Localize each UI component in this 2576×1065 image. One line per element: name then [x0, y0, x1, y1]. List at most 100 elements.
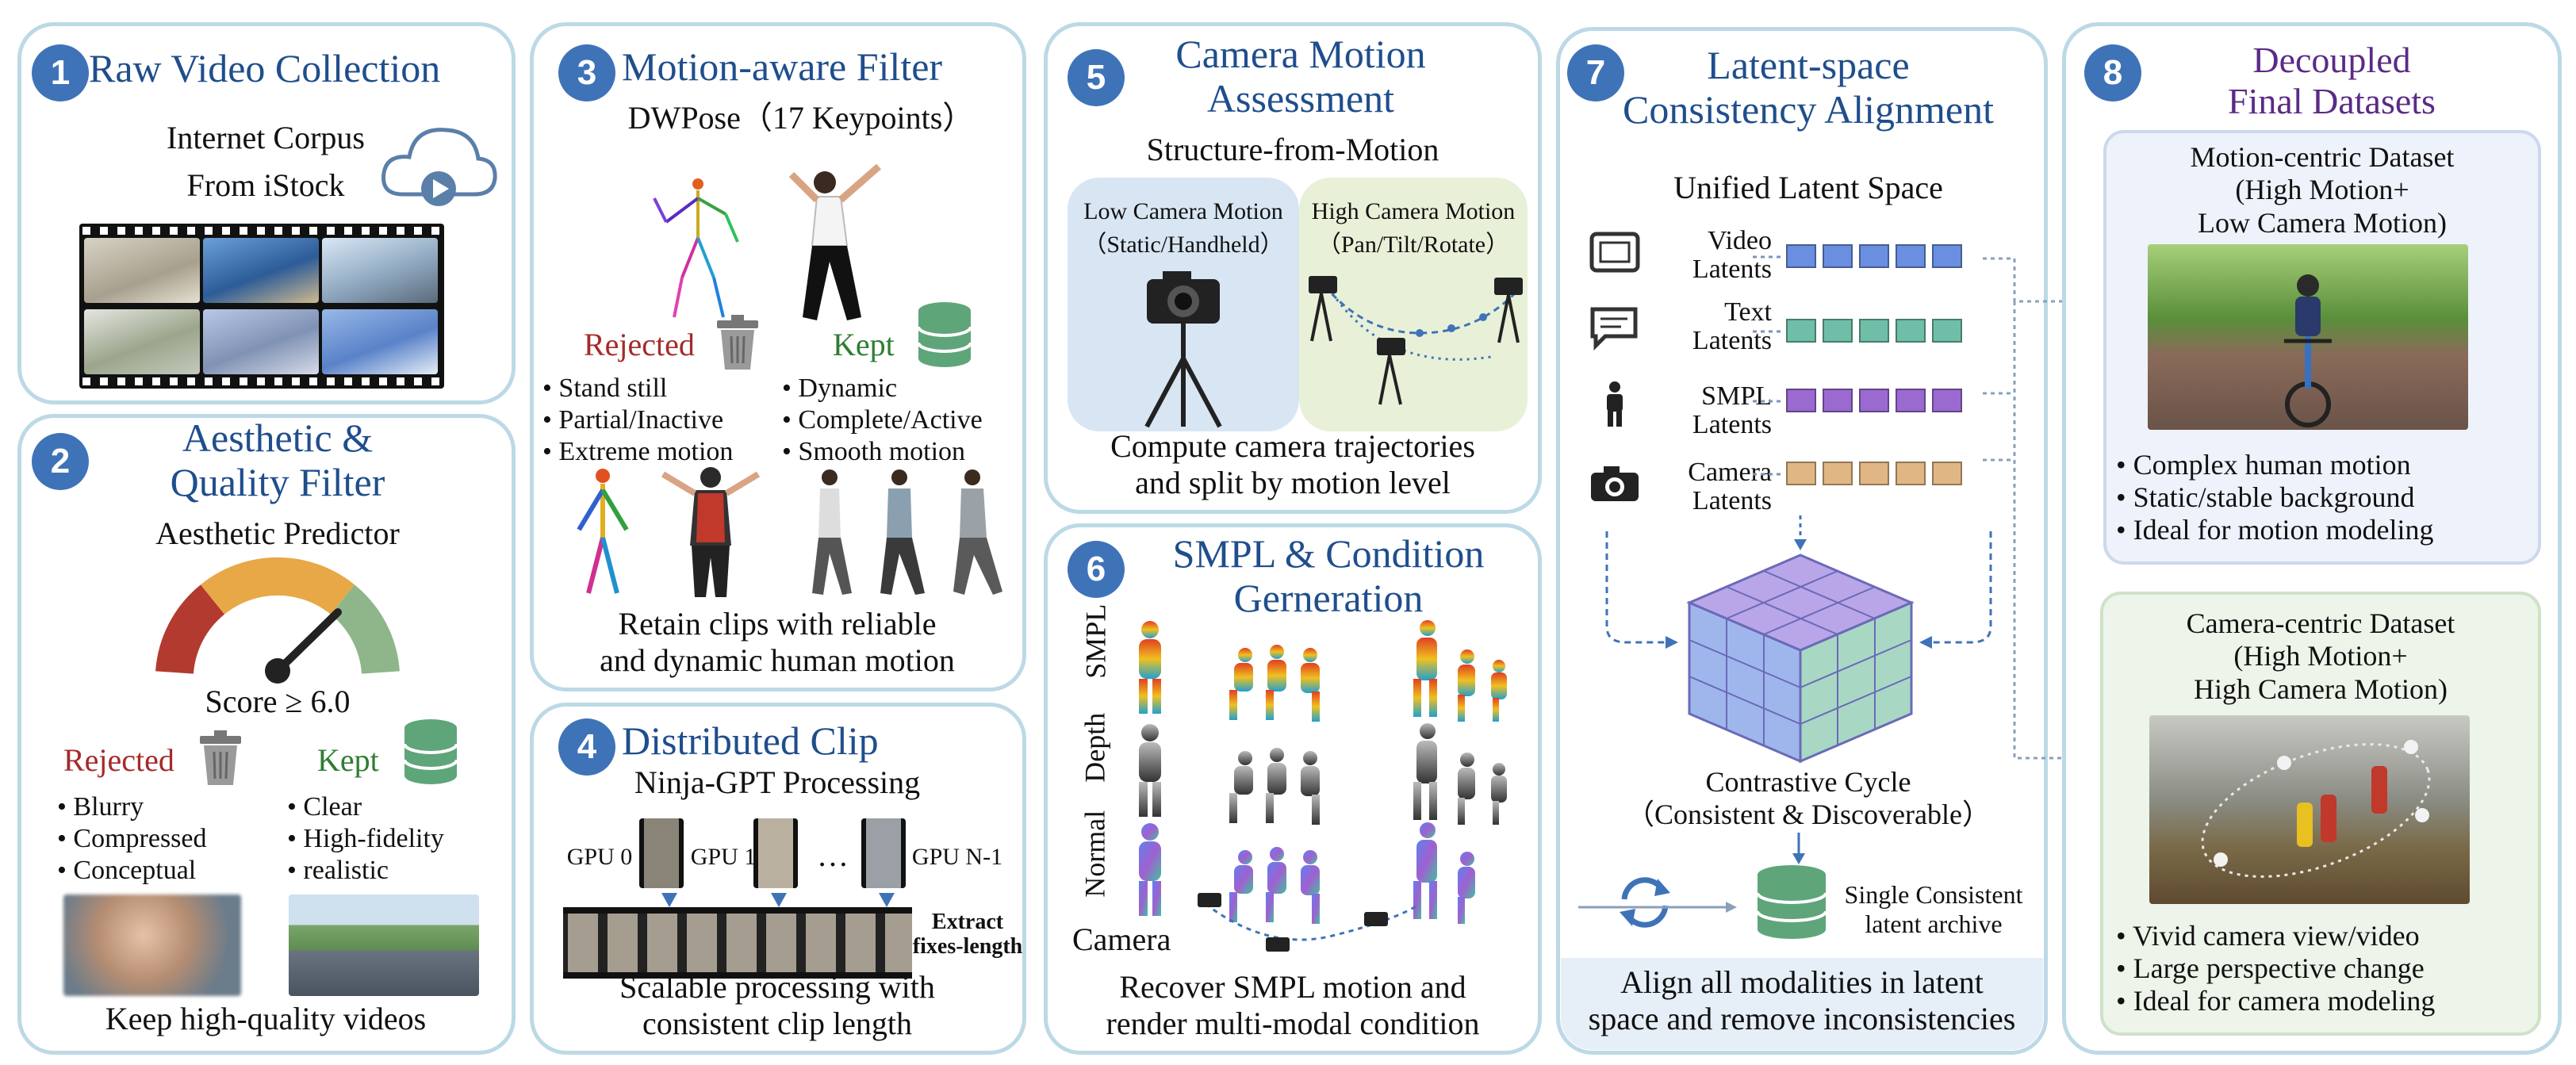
camera-row-label: Camera — [1072, 921, 1171, 957]
kept-label-2: Kept — [317, 742, 379, 778]
kept-item: Complete/Active — [782, 404, 982, 436]
kept-pose-examples — [812, 469, 1002, 595]
rejected-item: Conceptual — [57, 855, 207, 887]
panel-1-title: Raw Video Collection — [89, 46, 441, 90]
refresh-icon — [1620, 877, 1670, 928]
panel-2-title: Aesthetic & Quality Filter — [170, 416, 385, 504]
skeleton-keypoints-icon — [653, 178, 739, 318]
camera-path-icon — [1198, 893, 1420, 952]
trash-icon — [200, 730, 241, 785]
step-badge-7: 7 — [1567, 44, 1624, 102]
text-icon — [1590, 307, 1638, 351]
camera-dataset-title: Camera-centric Dataset (High Motion+ Hig… — [2186, 607, 2455, 705]
latent-connectors — [1753, 255, 1807, 550]
kept-label-3: Kept — [833, 327, 895, 362]
database-icon — [403, 719, 458, 784]
normal-row — [1139, 822, 1475, 924]
rejected-item: Stand still — [542, 373, 733, 404]
video-frame-4 — [84, 309, 200, 374]
rejected-item: Partial/Inactive — [542, 404, 733, 436]
kept-item: Dynamic — [782, 373, 983, 404]
rejected-label-2: Rejected — [63, 742, 174, 778]
person-icon — [1607, 381, 1623, 427]
camera-latent-cubes — [1786, 462, 1968, 489]
kept-item: High-fidelity — [287, 823, 444, 855]
dancing-person-image — [788, 163, 881, 320]
processing-label: Ninja-GPT Processing — [634, 764, 921, 800]
latent-label-smpl: SMPL Latents — [1692, 381, 1772, 439]
sfm-label: Structure-from-Motion — [1146, 132, 1439, 167]
panel-6-footer: Recover SMPL motion and render multi-mod… — [1106, 969, 1480, 1041]
latent-label-text: Text Latents — [1692, 297, 1772, 355]
high-camera-motion-label: High Camera Motion （Pan/Tilt/Rotate） — [1311, 198, 1516, 258]
extract-label: Extract fixes-length — [912, 910, 1023, 959]
kept-item: Smooth motion — [782, 436, 983, 468]
row-label-depth: Depth — [1079, 712, 1111, 783]
down-arrow — [1792, 833, 1805, 864]
panel-7-title: Latent-space Consistency Alignment — [1622, 43, 1995, 132]
arrow-right — [1578, 902, 1737, 913]
row-label-normal: Normal — [1079, 810, 1111, 898]
score-threshold: Score ≥ 6.0 — [205, 684, 351, 719]
film-strip-holes-top — [82, 227, 441, 235]
blurry-example-image — [63, 895, 241, 996]
video-frame-1 — [84, 238, 200, 303]
film-strip-holes-bottom — [82, 377, 441, 385]
contrastive-cube-icon — [1686, 554, 1915, 764]
kept-criteria-list-2: Clear High-fidelity realistic — [287, 791, 444, 886]
camera-trajectory-icon — [1309, 276, 1523, 405]
dwpose-label: DWPose（17 Keypoints） — [627, 100, 975, 136]
clear-example-image — [289, 895, 479, 996]
tripod-camera-icon — [1144, 271, 1222, 428]
panel-3-title: Motion-aware Filter — [622, 44, 943, 89]
clip-film-strip — [563, 907, 912, 979]
video-frame-3 — [322, 238, 438, 303]
gpu-label-n: GPU N-1 — [911, 844, 1003, 870]
step-badge-8: 8 — [2084, 44, 2141, 102]
camera-feature: Ideal for camera modeling — [2116, 985, 2436, 1017]
rejected-label-3: Rejected — [584, 327, 695, 362]
smpl-latent-cubes — [1786, 389, 1968, 416]
aesthetic-predictor-label: Aesthetic Predictor — [155, 515, 400, 551]
panel-4-footer: Scalable processing with consistent clip… — [619, 969, 935, 1041]
cloud-play-icon — [381, 128, 497, 206]
motion-feature: Ideal for motion modeling — [2116, 514, 2434, 546]
high-camera-motion-box — [1299, 178, 1528, 431]
gpu-label-0: GPU 0 — [566, 844, 633, 870]
archive-label: Single Consistent latent archive — [1844, 880, 2023, 938]
contrastive-cycle-label: Contrastive Cycle （Consistent & Discover… — [1626, 766, 1991, 831]
gpu-clip-1 — [753, 818, 798, 888]
cycle-side-arrows — [1605, 531, 1992, 649]
video-latent-cubes — [1786, 244, 1968, 272]
rejected-item: Compressed — [57, 823, 206, 855]
score-gauge-icon — [155, 557, 400, 684]
trash-icon — [717, 315, 758, 370]
gpu-clip-n — [861, 818, 906, 888]
latent-label-video: Video Latents — [1692, 226, 1772, 284]
panel-3-footer: Retain clips with reliable and dynamic h… — [600, 606, 955, 678]
source-label: Internet Corpus From iStock — [167, 120, 365, 203]
clip-arrows — [661, 893, 895, 907]
panel-7-footer-bg — [1561, 958, 2043, 1050]
row-label-smpl: SMPL — [1079, 603, 1112, 679]
panel-4-title: Distributed Clip — [622, 718, 879, 763]
cyclist-figure — [2284, 274, 2332, 427]
kept-criteria-list-3: Dynamic Complete/Active Smooth motion — [782, 373, 983, 468]
smpl-renders — [1139, 620, 1507, 924]
camera-dataset-features: Vivid camera view/video Large perspectiv… — [2116, 920, 2435, 1017]
gpu-clip-0 — [639, 818, 684, 888]
smpl-row — [1139, 620, 1507, 722]
latent-label-camera: Camera Latents — [1688, 458, 1772, 515]
step-badge-5: 5 — [1068, 49, 1125, 106]
rejected-criteria-list-3: Stand still Partial/Inactive Extreme mot… — [542, 373, 733, 467]
video-frame-2 — [203, 238, 319, 303]
motion-feature: Complex human motion — [2116, 449, 2434, 481]
camera-feature: Large perspective change — [2116, 952, 2435, 985]
gpu-label-1: GPU 1 — [690, 844, 757, 870]
database-icon — [917, 302, 972, 367]
motion-feature: Static/stable background — [2116, 481, 2434, 514]
panel-5-footer: Compute camera trajectories and split by… — [1110, 428, 1475, 500]
gpu-ellipsis: … — [817, 837, 849, 873]
video-frame-5 — [203, 309, 319, 374]
panel-7-footer: Align all modalities in latent space and… — [1588, 964, 2016, 1036]
